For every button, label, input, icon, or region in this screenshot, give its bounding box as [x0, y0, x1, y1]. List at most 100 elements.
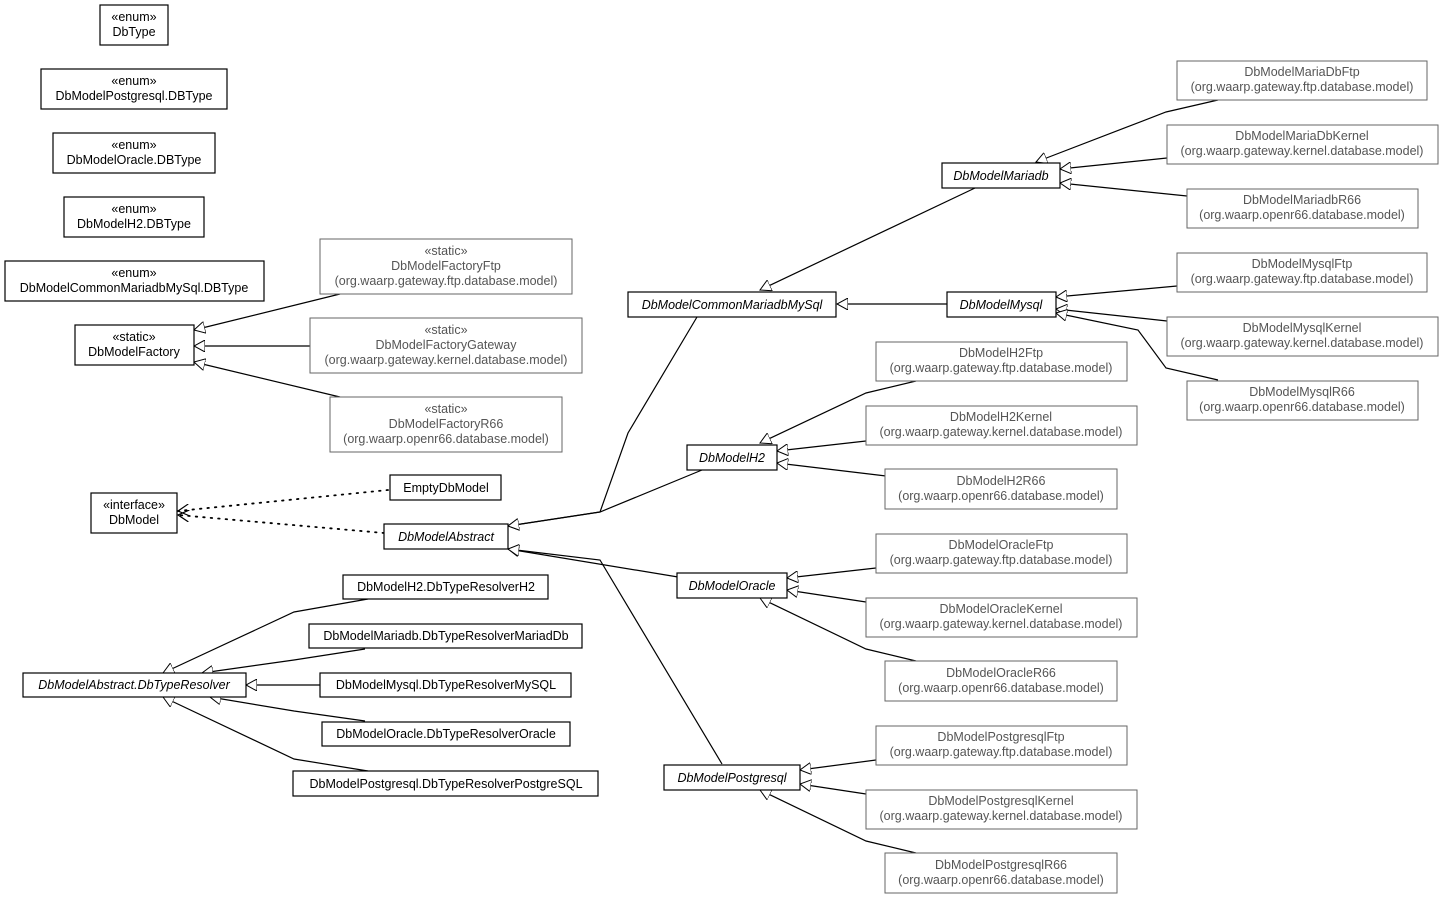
- class-name: DbModelH2Kernel: [950, 410, 1052, 424]
- node-postgresql-r66[interactable]: DbModelPostgresqlR66 (org.waarp.openr66.…: [884, 852, 1118, 894]
- node-mysql-r66[interactable]: DbModelMysqlR66 (org.waarp.openr66.datab…: [1186, 380, 1419, 421]
- class-name: DbModelMysqlKernel: [1243, 321, 1362, 335]
- node-dbtype[interactable]: «enum» DbType: [99, 4, 169, 46]
- edge-h2kernel-h2: [777, 440, 867, 451]
- edge-pgr66-pg: [760, 790, 917, 854]
- node-postgresql-kernel[interactable]: DbModelPostgresqlKernel (org.waarp.gatew…: [865, 789, 1138, 830]
- node-h2[interactable]: DbModelH2: [686, 444, 778, 471]
- package-name: (org.waarp.gateway.kernel.database.model…: [880, 425, 1123, 439]
- node-common-mariadb-mysql[interactable]: DbModelCommonMariadbMySql: [627, 291, 837, 318]
- node-dbtype-resolver[interactable]: DbModelAbstract.DbTypeResolver: [22, 672, 247, 698]
- class-name: DbModelH2.DbTypeResolverH2: [357, 580, 535, 594]
- node-mysql[interactable]: DbModelMysql: [946, 291, 1057, 318]
- stereotype: «enum»: [111, 10, 156, 24]
- node-mariadb-r66[interactable]: DbModelMariadbR66 (org.waarp.openr66.dat…: [1186, 188, 1419, 229]
- class-name: DbModelH2R66: [957, 474, 1046, 488]
- node-resolver-mysql[interactable]: DbModelMysql.DbTypeResolverMySQL: [319, 672, 572, 698]
- stereotype: «interface»: [103, 498, 165, 512]
- node-oracle-kernel[interactable]: DbModelOracleKernel (org.waarp.gateway.k…: [865, 597, 1138, 638]
- class-name: DbModelOracle.DbTypeResolverOracle: [336, 727, 556, 741]
- node-dbmodel-abstract[interactable]: DbModelAbstract: [383, 523, 509, 550]
- edge-mysqlkernel-mysql: [1056, 309, 1168, 322]
- stereotype: «enum»: [111, 74, 156, 88]
- package-name: (org.waarp.openr66.database.model): [1199, 208, 1405, 222]
- edge-pg-abstract: [508, 549, 723, 765]
- node-dbmodel-interface[interactable]: «interface» DbModel: [90, 492, 178, 534]
- stereotype: «enum»: [111, 202, 156, 216]
- node-common-mariadb-mysql-dbtype[interactable]: «enum» DbModelCommonMariadbMySql.DBType: [4, 260, 265, 302]
- edge-empty-dbmodel: [178, 489, 389, 511]
- node-h2-kernel[interactable]: DbModelH2Kernel (org.waarp.gateway.kerne…: [865, 405, 1138, 446]
- edge-resh2-resolver: [163, 598, 369, 673]
- node-resolver-postgresql[interactable]: DbModelPostgresql.DbTypeResolverPostgreS…: [292, 770, 599, 797]
- edge-h2r66-h2: [777, 463, 887, 477]
- edge-pgftp-pg: [800, 759, 877, 770]
- class-name: DbModelOracleKernel: [940, 602, 1063, 616]
- edge-oracler66-oracle: [760, 598, 917, 662]
- package-name: (org.waarp.gateway.ftp.database.model): [1191, 80, 1414, 94]
- class-name: DbModelH2.DBType: [77, 217, 191, 231]
- realization-edges: [178, 489, 389, 534]
- class-name: DbModelFactoryGateway: [375, 338, 517, 352]
- class-name: DbModelOracleFtp: [949, 538, 1054, 552]
- package-name: (org.waarp.openr66.database.model): [1199, 400, 1405, 414]
- package-name: (org.waarp.gateway.kernel.database.model…: [880, 809, 1123, 823]
- class-name: DbModelH2: [699, 451, 765, 465]
- class-name: DbModelFactoryFtp: [391, 259, 501, 273]
- edge-factoryftp-factory: [194, 293, 341, 330]
- node-mysql-ftp[interactable]: DbModelMysqlFtp (org.waarp.gateway.ftp.d…: [1176, 252, 1428, 293]
- edge-respg-resolver: [163, 697, 369, 772]
- package-name: (org.waarp.gateway.kernel.database.model…: [1181, 336, 1424, 350]
- class-name: DbModelPostgresqlR66: [935, 858, 1067, 872]
- class-name: DbModelMariaDbKernel: [1235, 129, 1368, 143]
- stereotype: «static»: [112, 330, 155, 344]
- node-h2-r66[interactable]: DbModelH2R66 (org.waarp.openr66.database…: [884, 468, 1118, 510]
- edge-pgkernel-pg: [800, 784, 867, 795]
- node-resolver-mariadb[interactable]: DbModelMariadb.DbTypeResolverMariadDb: [308, 623, 583, 649]
- node-oracle-dbtype[interactable]: «enum» DbModelOracle.DBType: [52, 132, 216, 174]
- class-name: DbModelMysql.DbTypeResolverMySQL: [336, 678, 556, 692]
- node-postgresql-dbtype[interactable]: «enum» DbModelPostgresql.DBType: [40, 68, 228, 110]
- node-factory-r66[interactable]: «static» DbModelFactoryR66 (org.waarp.op…: [329, 396, 563, 453]
- edge-resmaria-resolver: [202, 648, 366, 673]
- node-postgresql[interactable]: DbModelPostgresql: [663, 764, 801, 791]
- class-name: DbModelCommonMariadbMySql.DBType: [20, 281, 249, 295]
- class-name: DbModelOracleR66: [946, 666, 1056, 680]
- node-resolver-h2[interactable]: DbModelH2.DbTypeResolverH2: [342, 574, 549, 600]
- class-name: DbType: [112, 25, 155, 39]
- edge-mariaftp-mariadb: [1036, 99, 1219, 162]
- edge-h2ftp-h2: [760, 380, 917, 443]
- node-factory-gateway[interactable]: «static» DbModelFactoryGateway (org.waar…: [309, 317, 583, 374]
- inheritance-edges: [163, 99, 1219, 854]
- edge-mariar66-mariadb: [1060, 183, 1188, 197]
- package-name: (org.waarp.gateway.ftp.database.model): [890, 553, 1113, 567]
- class-name: DbModelPostgresqlKernel: [928, 794, 1073, 808]
- node-factory-ftp[interactable]: «static» DbModelFactoryFtp (org.waarp.ga…: [319, 238, 573, 295]
- class-name: DbModelMysql: [960, 298, 1044, 312]
- node-resolver-oracle[interactable]: DbModelOracle.DbTypeResolverOracle: [321, 721, 571, 747]
- package-name: (org.waarp.gateway.ftp.database.model): [890, 361, 1113, 375]
- package-name: (org.waarp.gateway.ftp.database.model): [335, 274, 558, 288]
- edge-mysqlftp-mysql: [1056, 285, 1178, 297]
- node-mysql-kernel[interactable]: DbModelMysqlKernel (org.waarp.gateway.ke…: [1166, 316, 1439, 357]
- node-h2-dbtype[interactable]: «enum» DbModelH2.DBType: [63, 196, 205, 238]
- node-dbmodel-factory[interactable]: «static» DbModelFactory: [74, 324, 195, 366]
- class-name: DbModelPostgresql.DBType: [55, 89, 212, 103]
- node-h2-ftp[interactable]: DbModelH2Ftp (org.waarp.gateway.ftp.data…: [875, 341, 1128, 382]
- stereotype: «enum»: [111, 266, 156, 280]
- class-name: DbModelFactoryR66: [389, 417, 504, 431]
- edge-mariadb-cmm: [760, 187, 976, 290]
- node-mariadb-kernel[interactable]: DbModelMariaDbKernel (org.waarp.gateway.…: [1166, 124, 1439, 165]
- node-oracle-r66[interactable]: DbModelOracleR66 (org.waarp.openr66.data…: [884, 660, 1118, 702]
- edge-h2-abstract: [508, 469, 703, 526]
- package-name: (org.waarp.openr66.database.model): [898, 873, 1104, 887]
- node-mariadb[interactable]: DbModelMariadb: [941, 162, 1061, 189]
- class-name: DbModelOracle.DBType: [67, 153, 202, 167]
- node-postgresql-ftp[interactable]: DbModelPostgresqlFtp (org.waarp.gateway.…: [875, 725, 1128, 766]
- node-mariadb-ftp[interactable]: DbModelMariaDbFtp (org.waarp.gateway.ftp…: [1176, 60, 1428, 101]
- node-oracle[interactable]: DbModelOracle: [676, 572, 788, 599]
- package-name: (org.waarp.openr66.database.model): [898, 489, 1104, 503]
- stereotype: «static»: [424, 244, 467, 258]
- node-oracle-ftp[interactable]: DbModelOracleFtp (org.waarp.gateway.ftp.…: [875, 533, 1128, 574]
- node-empty-dbmodel[interactable]: EmptyDbModel: [389, 474, 502, 501]
